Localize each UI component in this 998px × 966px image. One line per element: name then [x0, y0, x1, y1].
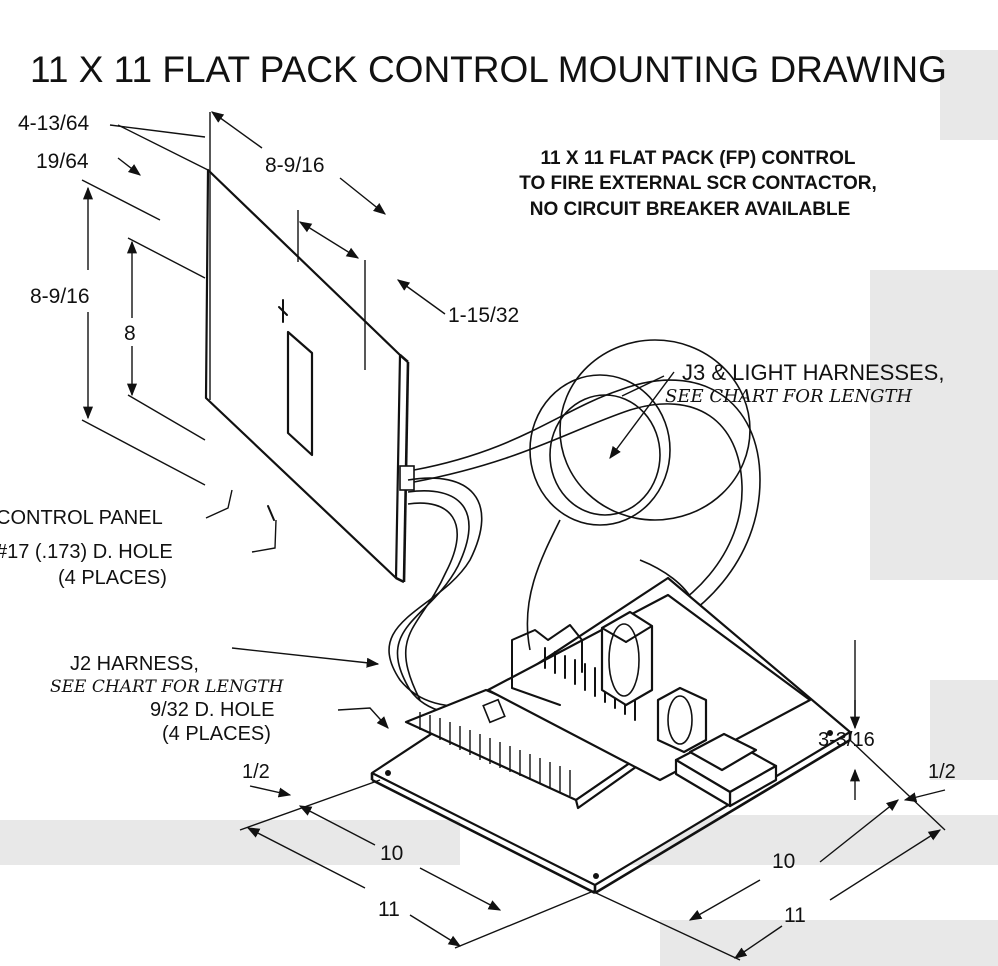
panel-hole-label: #17 (.173) D. HOLE [0, 541, 173, 563]
dim-panel-height-inner: 8 [124, 322, 136, 345]
small-transformer [656, 686, 708, 754]
description-block: 11 X 11 FLAT PACK (FP) CONTROL TO FIRE E… [519, 148, 877, 220]
control-panel-label: CONTROL PANEL [0, 507, 163, 529]
dim-base-left-inner: 10 [380, 842, 403, 865]
relay-bracket [511, 624, 583, 689]
dim-base-height: 3-3/16 [818, 729, 875, 751]
j2-harness-label: J2 HARNESS, [70, 653, 199, 675]
relay-block [674, 732, 778, 808]
dim-panel-height-outer: 8-9/16 [30, 285, 90, 308]
control-board-drawing [370, 576, 852, 895]
dim-base-left-outer: 11 [378, 898, 400, 921]
description-line-3: NO CIRCUIT BREAKER AVAILABLE [530, 199, 851, 220]
control-panel-drawing: 4-13/64 19/64 8-9/16 8-9/16 8 1-15/32 CO… [0, 111, 519, 589]
panel-cutout [286, 330, 314, 457]
terminal-pins [419, 712, 571, 796]
description-line-2: TO FIRE EXTERNAL SCR CONTACTOR, [519, 173, 877, 194]
base-dimensions: 3-3/16 1/2 10 11 1/2 10 11 [239, 640, 956, 961]
j2-harness-note: SEE CHART FOR LENGTH [50, 677, 285, 697]
panel-hole-count: (4 PLACES) [58, 567, 167, 589]
base-labels: J2 HARNESS, SEE CHART FOR LENGTH 9/32 D.… [50, 360, 944, 745]
description-line-1: 11 X 11 FLAT PACK (FP) CONTROL [541, 148, 856, 169]
dim-base-right-inner: 10 [772, 850, 795, 873]
drawing-title: 11 X 11 FLAT PACK CONTROL MOUNTING DRAWI… [30, 49, 947, 90]
dim-panel-width: 8-9/16 [265, 154, 325, 177]
dim-panel-depth: 1-15/32 [448, 304, 519, 327]
j3-harness-note: SEE CHART FOR LENGTH [665, 386, 913, 407]
base-hole-label: 9/32 D. HOLE [150, 699, 275, 721]
base-hole-count: (4 PLACES) [162, 723, 271, 745]
dim-base-right-outer: 11 [784, 904, 806, 927]
transformer [600, 610, 654, 707]
dim-base-right-margin: 1/2 [928, 761, 956, 783]
dim-edge-offset: 19/64 [36, 150, 89, 173]
dim-base-left-margin: 1/2 [242, 761, 270, 783]
j3-harness-label: J3 & LIGHT HARNESSES, [682, 360, 944, 385]
dim-overall-offset: 4-13/64 [18, 112, 90, 135]
